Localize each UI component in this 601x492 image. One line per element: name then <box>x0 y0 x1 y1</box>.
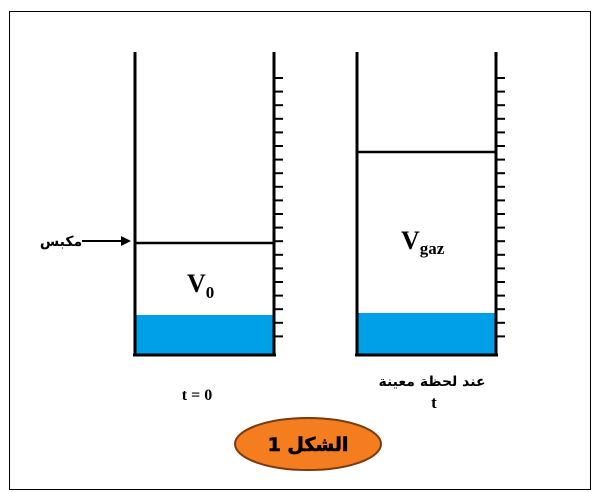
liquid-left <box>135 315 274 355</box>
caption-text: الشكل 1 <box>268 434 349 456</box>
liquid-right <box>357 313 496 355</box>
scale-ticks-left <box>275 77 283 338</box>
caption-ellipse <box>234 417 382 471</box>
cylinder-left: V0 t = 0 <box>133 52 283 404</box>
time-label-right-line1: عند لحظة معينة <box>378 374 485 390</box>
volume-label-right: Vgaz <box>401 226 445 258</box>
scale-ticks-right <box>497 77 505 338</box>
piston-label: مكبس <box>40 234 82 250</box>
figure-caption: الشكل 1 <box>234 417 382 471</box>
piston-pointer: مكبس <box>40 234 131 250</box>
time-label-left: t = 0 <box>182 387 212 404</box>
piston-arrow-head <box>121 236 131 246</box>
time-label-right-line2: t <box>431 393 437 412</box>
figure-frame <box>9 11 591 490</box>
volume-label-left: V0 <box>187 269 214 302</box>
cylinder-right: Vgaz عند لحظة معينة t <box>355 52 505 412</box>
